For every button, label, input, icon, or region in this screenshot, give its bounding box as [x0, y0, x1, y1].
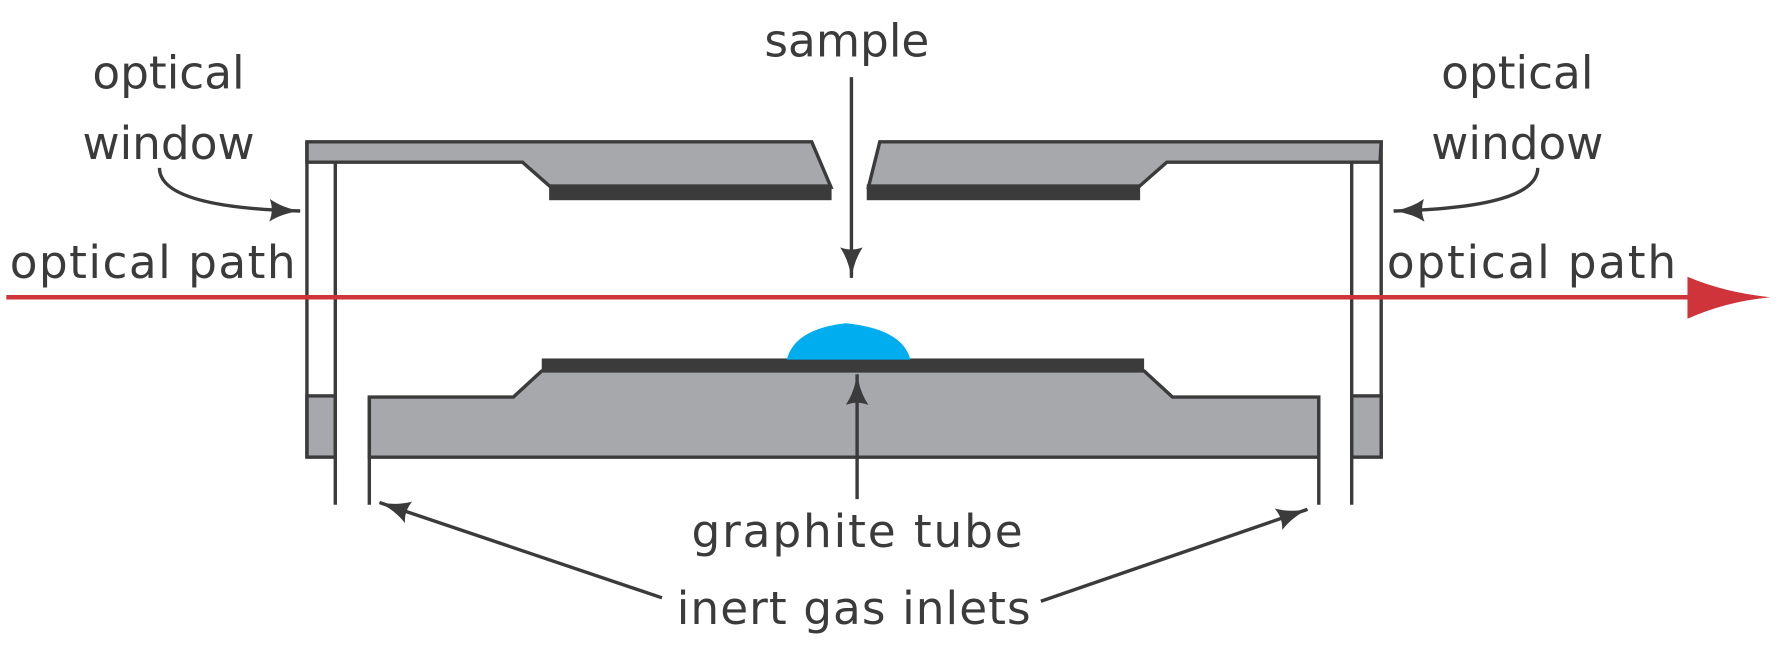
- left-inlet-pointer-arrow: [378, 500, 663, 600]
- sample-droplet: [786, 323, 911, 360]
- top-left-graphite-bar: [549, 184, 832, 201]
- top-right-graphite-bar: [866, 184, 1141, 201]
- optical-path-left-label: optical path: [10, 236, 296, 289]
- optical-window-left-line1: optical: [92, 46, 244, 99]
- right-window-pointer-arrow: [1392, 167, 1540, 222]
- top-right-plate: [866, 140, 1383, 189]
- lower-tube-body: [367, 369, 1321, 459]
- optical-path-arrowhead: [1687, 276, 1771, 319]
- optical-path-right-label: optical path: [1387, 236, 1676, 289]
- inert-gas-inlets-label: inert gas inlets: [677, 582, 1031, 635]
- lower-graphite-bar: [541, 358, 1145, 373]
- right-inlet-pointer-arrow: [1040, 507, 1309, 603]
- left-window-pointer-arrow: [157, 167, 302, 222]
- optical-window-left-line2: window: [82, 117, 254, 170]
- optical-window-right-line1: optical: [1441, 46, 1593, 99]
- sample-label: sample: [764, 15, 929, 68]
- left-window-block: [305, 394, 337, 459]
- graphite-tube-label: graphite tube: [691, 505, 1022, 558]
- optical-window-right-line2: window: [1431, 117, 1603, 170]
- right-window-block: [1349, 394, 1383, 459]
- top-left-plate: [305, 140, 834, 189]
